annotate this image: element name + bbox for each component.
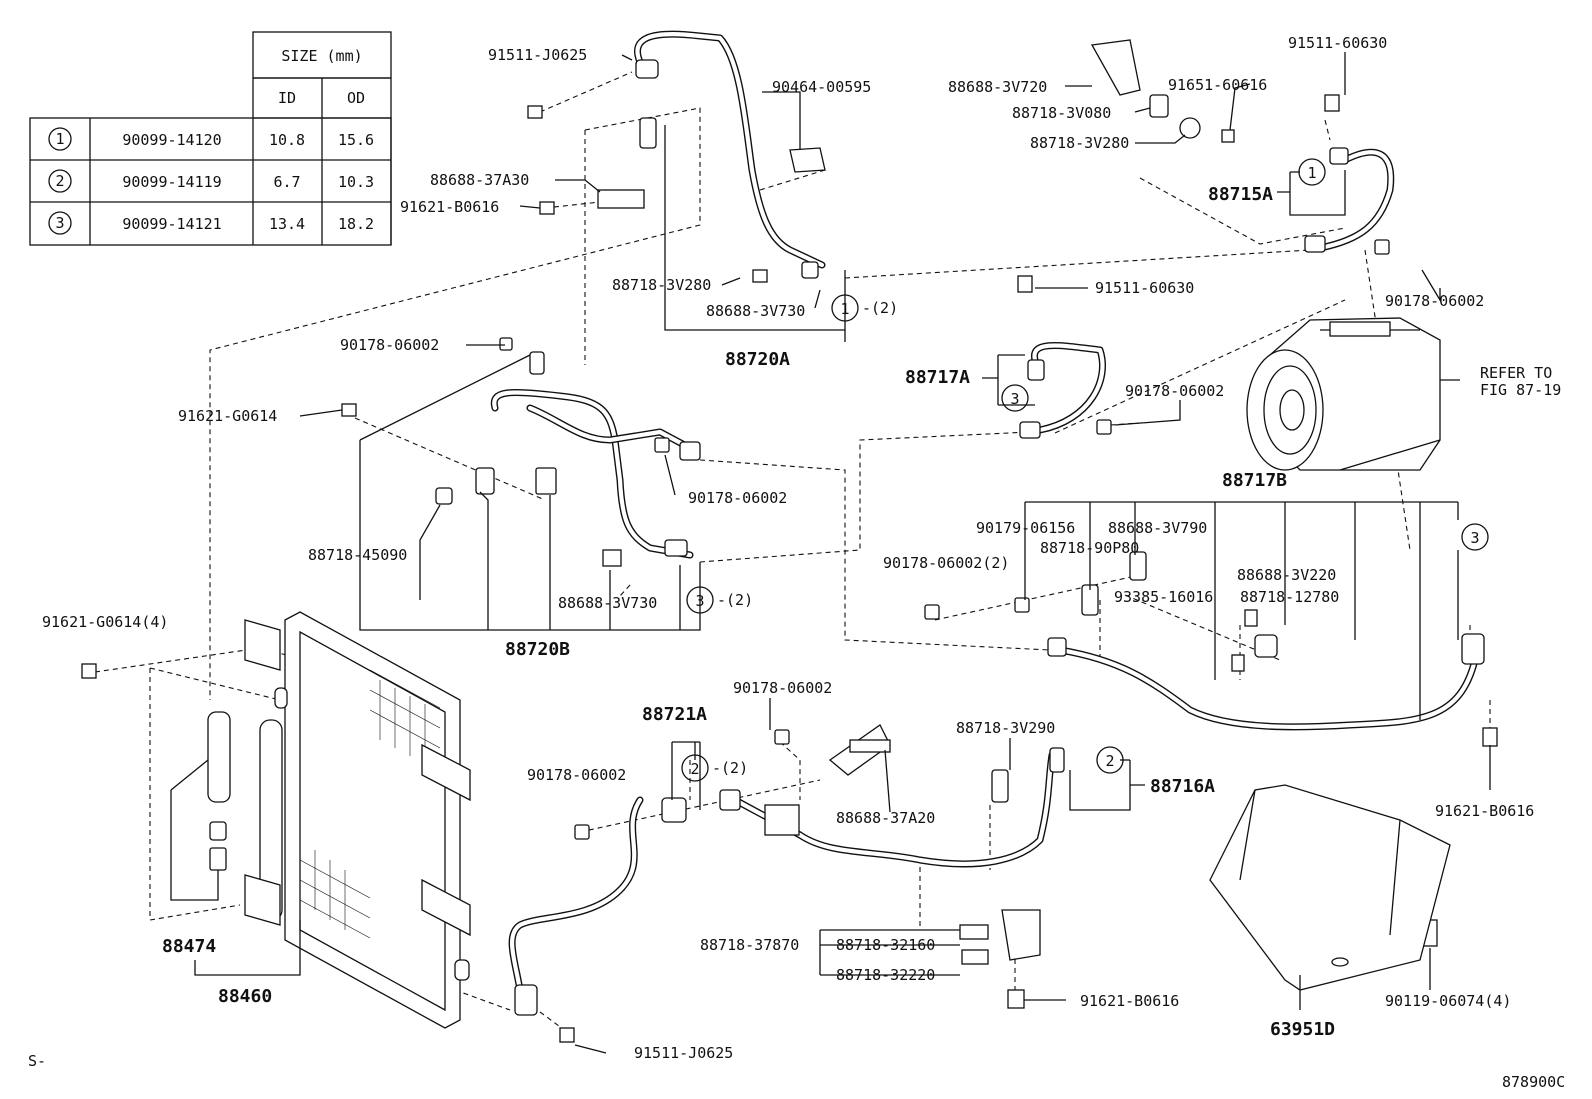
label-88718-12780: 88718-12780: [1240, 588, 1339, 606]
table-od-1: 15.6: [338, 131, 374, 149]
label-90178-06002-88720B: 90178-06002: [688, 489, 787, 507]
table-part-3: 90099-14121: [122, 215, 221, 233]
receiver-88474: [207, 711, 231, 871]
label-88720B: 88720B: [505, 639, 570, 660]
label-90119-06074-qty4: 90119-06074(4): [1385, 992, 1511, 1010]
label-88718-3V080: 88718-3V080: [1012, 104, 1111, 122]
label-88688-37A20: 88688-37A20: [836, 809, 935, 827]
hose-88717A: [1031, 342, 1106, 434]
label-90178-06002-compressor: 90178-06002: [1385, 292, 1484, 310]
label-91511-60630-top: 91511-60630: [1288, 34, 1387, 52]
hose-88721A: [508, 796, 644, 994]
label-refer-to: REFER TO: [1480, 364, 1552, 382]
table-part-1: 90099-14120: [122, 131, 221, 149]
table-id-2: 6.7: [273, 173, 300, 191]
table-od-2: 10.3: [338, 173, 374, 191]
label-88718-3V290: 88718-3V290: [956, 719, 1055, 737]
hose-88716A: [731, 751, 1056, 868]
label-88460: 88460: [218, 986, 272, 1007]
label-88688-3V720: 88688-3V720: [948, 78, 1047, 96]
label-91621-B0616-right: 91621-B0616: [1435, 802, 1534, 820]
compressor: [1246, 317, 1441, 471]
label-91651-60616: 91651-60616: [1168, 76, 1267, 94]
label-88688-3V790: 88688-3V790: [1108, 519, 1207, 537]
callout-circles: 1 1 3 3 3 2 2: [681, 158, 1489, 782]
label-qty-c6: -(2): [712, 759, 748, 777]
label-88688-37A30: 88688-37A30: [430, 171, 529, 189]
col-od-header: OD: [347, 89, 365, 107]
condenser-88460: [244, 611, 471, 1029]
label-90464-00595: 90464-00595: [772, 78, 871, 96]
label-91621-B0616-bottom: 91621-B0616: [1080, 992, 1179, 1010]
label-93385-16016: 93385-16016: [1114, 588, 1213, 606]
label-91511-J0625-bottom: 91511-J0625: [634, 1044, 733, 1062]
label-88718-90P80: 88718-90P80: [1040, 539, 1139, 557]
hose-88720B: [490, 388, 694, 559]
label-90178-06002-88721A-top: 90178-06002: [733, 679, 832, 697]
label-91621-G0614-qty4: 91621-G0614(4): [42, 613, 168, 631]
label-90178-06002-left: 90178-06002: [340, 336, 439, 354]
label-88715A: 88715A: [1208, 184, 1273, 205]
hose-88717B: [1056, 646, 1479, 731]
table-mark-2: 2: [55, 172, 64, 190]
label-qty-c4: -(2): [717, 591, 753, 609]
col-id-header: ID: [278, 89, 296, 107]
label-88688-3V730-top: 88688-3V730: [706, 302, 805, 320]
hose-88715A: [1316, 148, 1395, 252]
label-90179-06156: 90179-06156: [976, 519, 1075, 537]
label-88688-3V220: 88688-3V220: [1237, 566, 1336, 584]
callout-c6: 2: [690, 760, 699, 778]
label-88717B: 88717B: [1222, 470, 1287, 491]
small-parts: [81, 39, 1498, 1043]
callout-c7: 2: [1105, 752, 1114, 770]
label-91511-60630-mid: 91511-60630: [1095, 279, 1194, 297]
label-90178-06002-qty2: 90178-06002(2): [883, 554, 1009, 572]
table-part-2: 90099-14119: [122, 173, 221, 191]
label-91621-G0614: 91621-G0614: [178, 407, 277, 425]
label-s-marker: S-: [28, 1052, 46, 1070]
leader-lines: [170, 52, 1491, 1054]
label-91621-B0616-top: 91621-B0616: [400, 198, 499, 216]
callout-c5: 3: [1470, 529, 1479, 547]
label-88718-3V280-left: 88718-3V280: [612, 276, 711, 294]
label-qty-c1: -(2): [862, 299, 898, 317]
table-mark-1: 1: [55, 130, 64, 148]
label-88721A: 88721A: [642, 704, 707, 725]
size-header: SIZE (mm): [281, 47, 362, 65]
label-88718-32160: 88718-32160: [836, 936, 935, 954]
label-63951D: 63951D: [1270, 1019, 1335, 1040]
label-88716A: 88716A: [1150, 776, 1215, 797]
label-91511-J0625-top: 91511-J0625: [488, 46, 587, 64]
label-90178-06002-88721A-left: 90178-06002: [527, 766, 626, 784]
label-figure-code: 878900C: [1502, 1073, 1565, 1091]
label-88718-32220: 88718-32220: [836, 966, 935, 984]
label-88718-45090: 88718-45090: [308, 546, 407, 564]
label-90178-06002-88717A: 90178-06002: [1125, 382, 1224, 400]
label-88688-3V730-bottom: 88688-3V730: [558, 594, 657, 612]
label-88718-37870: 88718-37870: [700, 936, 799, 954]
label-88718-3V280-right: 88718-3V280: [1030, 134, 1129, 152]
label-refer-fig: FIG 87-19: [1480, 381, 1561, 399]
table-id-1: 10.8: [269, 131, 305, 149]
callout-c2: 1: [1307, 164, 1316, 182]
table-id-3: 13.4: [269, 215, 305, 233]
label-88720A: 88720A: [725, 349, 790, 370]
callout-c4: 3: [695, 592, 704, 610]
size-table: SIZE (mm) ID OD 1 90099-14120 10.8 15.6 …: [29, 31, 392, 246]
table-mark-3: 3: [55, 214, 64, 232]
callout-c1: 1: [840, 300, 849, 318]
part-labels: 91511-J0625 90464-00595 88688-37A30 9162…: [28, 34, 1565, 1091]
hose-88720A: [634, 30, 826, 269]
table-od-3: 18.2: [338, 215, 374, 233]
label-88717A: 88717A: [905, 367, 970, 388]
callout-c3: 3: [1010, 390, 1019, 408]
label-88474: 88474: [162, 936, 216, 957]
cover-63951D: [1209, 784, 1451, 991]
